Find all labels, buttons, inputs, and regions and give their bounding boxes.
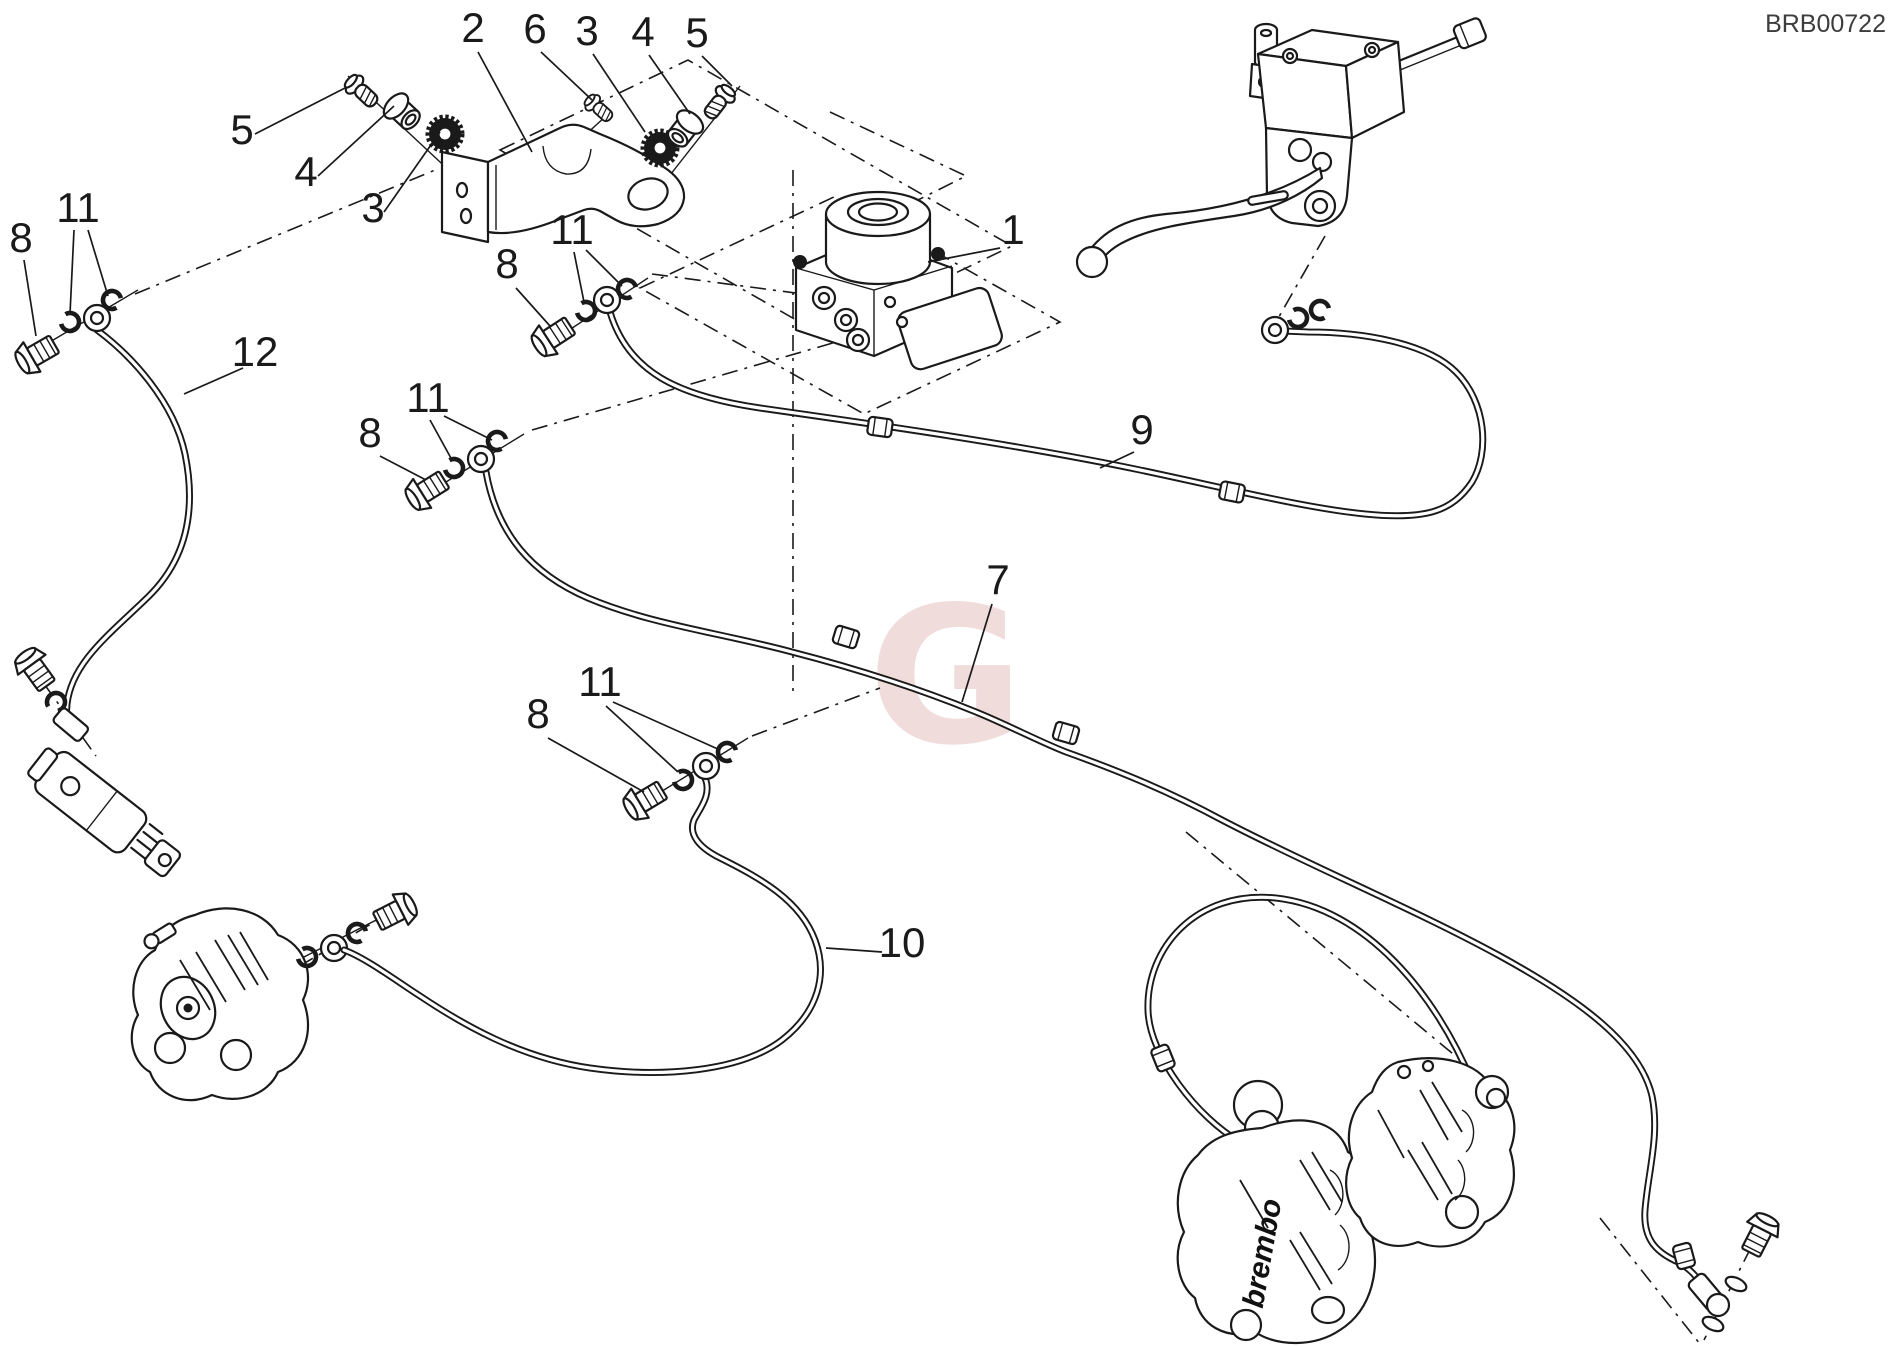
hose-master-to-abs bbox=[525, 277, 1482, 516]
drawing-code: BRB00722 bbox=[1765, 10, 1886, 38]
front-left-caliper: brembo bbox=[1176, 1079, 1377, 1345]
callout-4-spacer-right: 4 bbox=[631, 8, 654, 55]
banjo-bolt bbox=[1734, 1207, 1786, 1262]
callout-11-washers-rear-line: 11 bbox=[56, 184, 100, 231]
rubber-damper bbox=[429, 118, 461, 150]
callout-6-screw: 6 bbox=[523, 5, 546, 52]
mounting-bracket bbox=[440, 123, 686, 244]
callout-10-rear-caliper-hose: 10 bbox=[879, 919, 926, 966]
callout-5-screw-right: 5 bbox=[685, 9, 708, 56]
phantom-master-banjo-axis bbox=[1267, 235, 1326, 337]
rear-brake-caliper bbox=[130, 886, 423, 1102]
mount-nub bbox=[931, 247, 945, 261]
callout-11-washers-rear-out: 11 bbox=[578, 658, 622, 705]
banjo-bolt bbox=[9, 328, 64, 381]
callout-8-bolt-master-line: 8 bbox=[495, 240, 518, 287]
abs-connector-box bbox=[897, 286, 1003, 371]
callouts: 2 6 3 4 5 5 4 3 8 11 12 8 11 8 11 1 9 bbox=[9, 4, 1153, 966]
phantom-rear-master-axis bbox=[23, 655, 97, 757]
callout-7-front-hose: 7 bbox=[986, 556, 1009, 603]
washer bbox=[1724, 1275, 1748, 1293]
screw bbox=[698, 79, 741, 125]
elbow-fitting bbox=[52, 707, 90, 742]
callout-5-screw-left: 5 bbox=[230, 106, 253, 153]
mount-nub bbox=[793, 255, 807, 269]
front-master-cylinder bbox=[1075, 17, 1487, 279]
abs-unit bbox=[793, 190, 1003, 371]
washer bbox=[1308, 298, 1333, 323]
phantom-port-axis-2 bbox=[531, 337, 851, 431]
banjo-fitting-abs bbox=[691, 751, 721, 781]
banjo-bolt bbox=[8, 641, 62, 697]
washer bbox=[1286, 306, 1311, 331]
hose-abs-to-front-calipers bbox=[399, 429, 1786, 1333]
callout-4-spacer-left: 4 bbox=[294, 148, 317, 195]
washer bbox=[442, 456, 467, 481]
screw bbox=[339, 69, 384, 113]
banjo-fitting-master bbox=[1260, 315, 1290, 345]
front-right-caliper bbox=[1345, 1057, 1516, 1248]
banjo-bolt bbox=[525, 310, 581, 364]
callout-2-bracket: 2 bbox=[461, 4, 484, 51]
phantom-caliper-line bbox=[1185, 831, 1507, 1099]
hose-collar bbox=[1217, 479, 1247, 505]
banjo-fitting-front bbox=[1705, 1292, 1731, 1318]
hose-collar bbox=[1050, 719, 1082, 747]
abs-ports bbox=[811, 285, 871, 353]
rear-master-cylinder-body bbox=[27, 747, 182, 878]
callout-11-washers-front-out: 11 bbox=[406, 374, 450, 421]
adjuster-dial bbox=[1287, 137, 1313, 163]
hose-collar bbox=[1671, 1240, 1697, 1272]
lever-pivot bbox=[1311, 151, 1333, 173]
callout-8-bolt-rear-line: 8 bbox=[9, 214, 32, 261]
phantom-rear-line bbox=[134, 167, 441, 295]
rod-end-fitting bbox=[1452, 17, 1487, 50]
reservoir-body bbox=[1256, 52, 1354, 140]
hose-collar bbox=[1149, 1042, 1177, 1074]
callout-8-bolt-rear-out: 8 bbox=[526, 690, 549, 737]
banjo-bolt bbox=[368, 886, 423, 938]
lever-ball-end bbox=[1075, 245, 1109, 279]
phantom-port-axis-3 bbox=[751, 687, 881, 737]
washer bbox=[671, 768, 696, 793]
washer bbox=[1701, 1315, 1725, 1333]
hose-collar bbox=[830, 623, 862, 651]
phantom-port-axis-1 bbox=[651, 273, 819, 297]
phantom-box-bracket bbox=[498, 59, 1014, 337]
rear-master-cylinder bbox=[8, 641, 182, 878]
callout-11-washers-master-line: 11 bbox=[550, 206, 594, 253]
watermark-g-logo: G bbox=[868, 566, 1024, 787]
callout-8-bolt-front-out: 8 bbox=[358, 409, 381, 456]
callout-9-master-hose: 9 bbox=[1130, 406, 1153, 453]
callout-3-damper-right: 3 bbox=[575, 7, 598, 54]
hose-collar bbox=[865, 415, 895, 439]
callout-1-abs-unit: 1 bbox=[1001, 206, 1024, 253]
phantom-bottom-right bbox=[1599, 1217, 1701, 1345]
callout-12-rear-hose: 12 bbox=[232, 328, 279, 375]
phantom-box-abs bbox=[638, 195, 1062, 415]
callout-3-damper-left: 3 bbox=[361, 184, 384, 231]
